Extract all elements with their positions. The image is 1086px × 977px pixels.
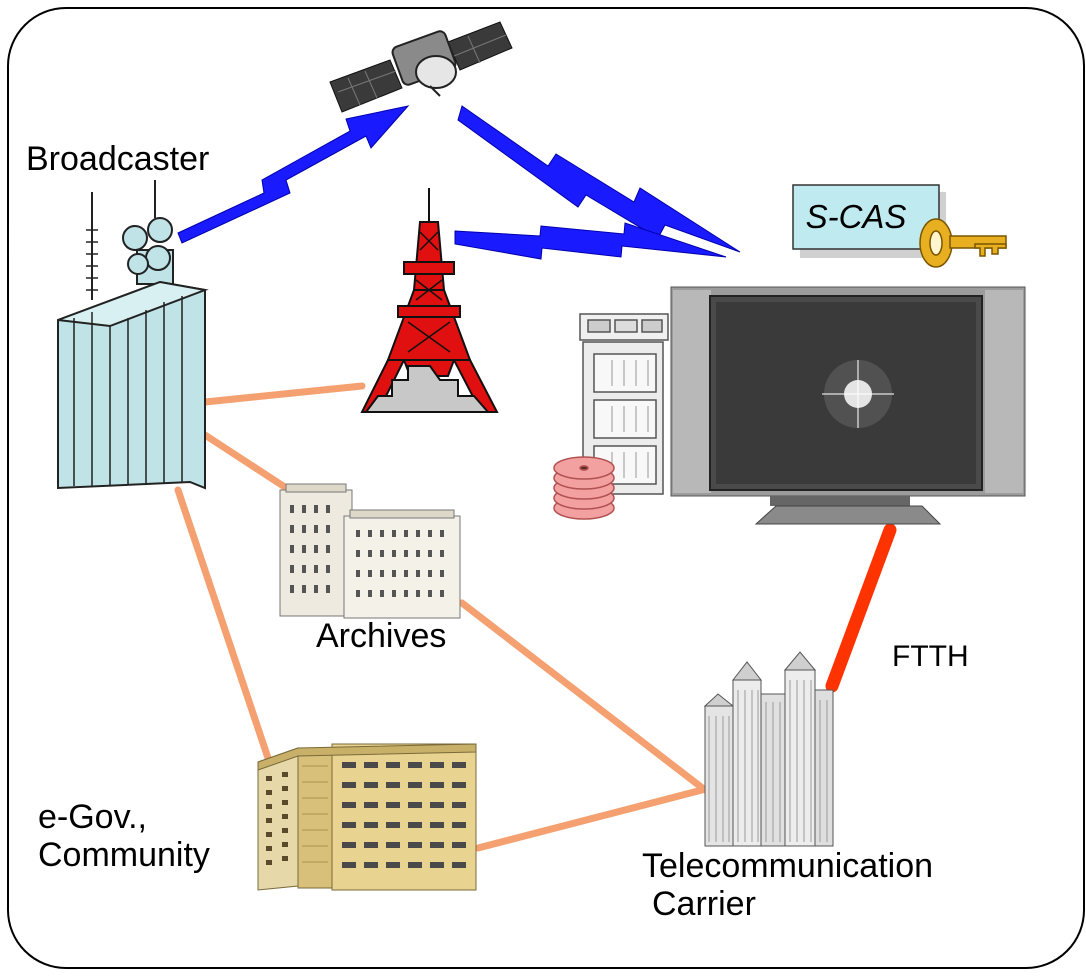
disk-stack-icon — [553, 456, 615, 520]
link-broadcaster-tower — [201, 382, 366, 406]
link-broadcaster-egov — [174, 486, 272, 762]
wired-links — [174, 382, 709, 852]
arrow-satellite-tv — [457, 105, 741, 253]
scas-label: S-CAS — [805, 198, 907, 235]
link-egov-carrier — [474, 786, 706, 852]
flat-tv-icon — [670, 286, 1026, 525]
archives-label: Archives — [316, 617, 447, 655]
link-ftth — [825, 523, 897, 693]
scas-card-icon — [792, 184, 946, 258]
scas-card: S-CAS — [793, 185, 939, 249]
broadcast-building-icon — [57, 180, 209, 490]
ftth-label: FTTH — [892, 640, 969, 673]
link-archives-carrier — [458, 599, 709, 794]
egov-label-line1: e-Gov., — [38, 798, 147, 836]
key-icon — [919, 218, 1007, 268]
arrow-tower-tv — [454, 222, 727, 260]
tv-tower-icon — [360, 188, 499, 413]
egov-label-line2: Community — [38, 836, 210, 875]
arrow-broadcaster-satellite — [177, 105, 410, 244]
broadcaster-label: Broadcaster — [26, 140, 210, 178]
skyscraper-icon — [703, 651, 834, 847]
carrier-label: Telecommunication Carrier — [642, 847, 933, 923]
apartment-building-icon — [257, 743, 477, 891]
diagram-frame — [7, 7, 1085, 969]
egov-label: e-Gov., Community — [38, 798, 210, 874]
link-broadcaster-archives — [201, 431, 304, 501]
wireless-arrows — [177, 105, 741, 260]
carrier-label-line2: Carrier — [652, 885, 756, 924]
satellite-icon — [329, 21, 513, 113]
archives-building-icon — [279, 483, 461, 619]
carrier-label-line1: Telecommunication — [642, 847, 934, 885]
